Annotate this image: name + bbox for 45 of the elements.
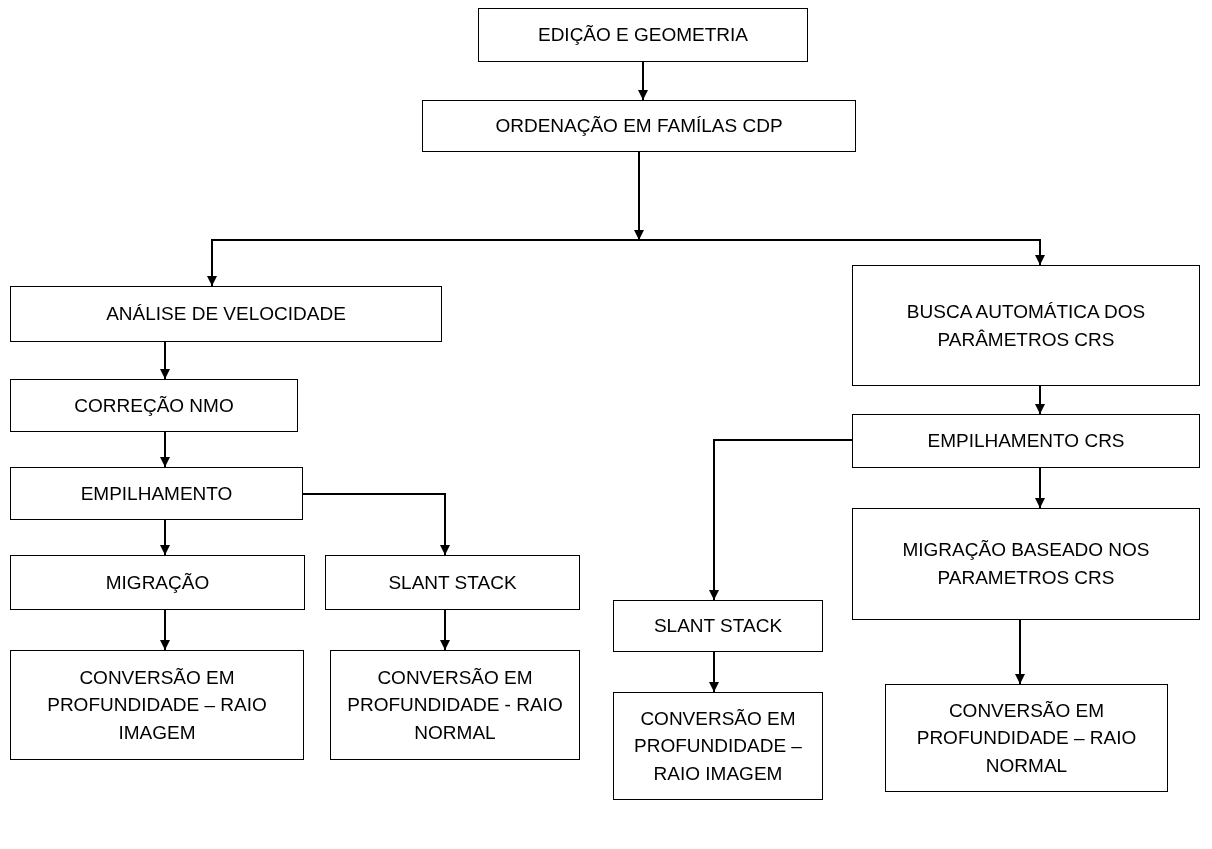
arrow [638,239,1045,266]
arrow [1015,619,1025,685]
step-label: MIGRAÇÃO BASEADO NOS PARAMETROS CRS [901,538,1151,590]
step-label: MIGRAÇÃO [105,570,210,595]
arrow [634,151,644,241]
process-box [885,684,1168,792]
arrow [1035,467,1045,509]
process-box [10,379,298,432]
step-label: EDIÇÃO E GEOMETRIA [537,23,749,48]
arrow [207,239,640,287]
step-label: BUSCA AUTOMÁTICA DOS PARÂMETROS CRS [905,299,1147,352]
step-label: CONVERSÃO EM PROFUNDIDADE – RAIO IMAGEM [46,665,268,745]
process-box [613,600,823,652]
process-box [422,100,856,152]
arrow [160,519,170,556]
step-label: ANÁLISE DE VELOCIDADE [106,302,346,327]
step-label: CORREÇÃO NMO [74,393,234,418]
arrow [160,431,170,468]
step-label: EMPILHAMENTO CRS [927,429,1125,454]
step-label: CONVERSÃO EM PROFUNDIDADE – RAIO IMAGEM [633,706,803,786]
process-box [10,467,303,520]
process-box [478,8,808,62]
process-box [852,414,1200,468]
arrow [302,493,450,556]
process-box [10,555,305,610]
process-box [852,265,1200,386]
process-box [10,286,442,342]
arrow [160,609,170,651]
step-label: SLANT STACK [653,614,783,639]
step-label: SLANT STACK [388,570,517,595]
process-box [330,650,580,760]
arrow [160,341,170,380]
process-box [852,508,1200,620]
step-label: CONVERSÃO EM PROFUNDIDADE – RAIO NORMAL [915,698,1138,778]
process-box [613,692,823,800]
process-box [10,650,304,760]
arrow [709,439,853,601]
arrow [440,609,450,651]
arrow [709,651,719,693]
step-label: ORDENAÇÃO EM FAMÍLAS CDP [495,114,783,139]
arrow [638,61,648,101]
arrow [1035,385,1045,415]
step-label: EMPILHAMENTO [80,481,233,506]
step-label: CONVERSÃO EM PROFUNDIDADE - RAIO NORMAL [346,665,564,745]
process-box [325,555,580,610]
